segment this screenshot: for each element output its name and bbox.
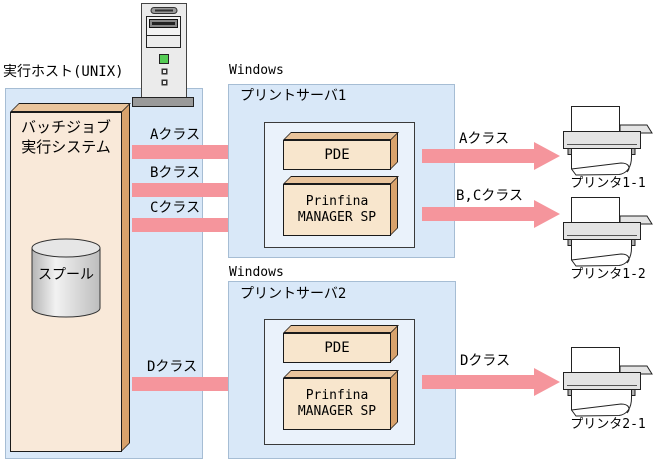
server-tower-icon — [132, 3, 194, 107]
spool-label: スプール — [38, 267, 94, 283]
server1-prinfina-line1: Prinfina — [305, 194, 369, 209]
box-top-face — [283, 176, 399, 184]
server1-prinfina-box: Prinfina MANAGER SP — [283, 176, 399, 236]
print-server2-name: プリントサーバ2 — [240, 286, 347, 302]
box-front-face — [283, 333, 391, 363]
batch-system-name-line1: バッチジョブ — [20, 118, 111, 136]
box-top-face — [283, 370, 399, 378]
box-side-face — [390, 176, 398, 236]
box-side-face — [390, 132, 398, 170]
box-front-face — [283, 378, 391, 430]
print-server1-name: プリントサーバ1 — [240, 88, 347, 104]
batch-job-system-box: バッチジョブ 実行システム — [10, 103, 131, 452]
printer-1-2-icon — [563, 197, 653, 267]
server1-pde-box: PDE — [283, 132, 399, 170]
server2-pde-box: PDE — [283, 325, 399, 363]
class-d-out-label: Dクラス — [460, 353, 511, 369]
box-side-face — [390, 370, 398, 430]
class-a-out-label: Aクラス — [459, 131, 510, 147]
box-side-face — [390, 325, 398, 363]
server2-prinfina-line1: Prinfina — [305, 388, 369, 403]
class-d-in-label: Dクラス — [147, 359, 198, 375]
box-top-face — [283, 132, 399, 140]
server1-prinfina-line2: MANAGER SP — [297, 210, 377, 225]
class-bc-out-arrow — [422, 200, 560, 228]
server2-prinfina-box: Prinfina MANAGER SP — [283, 370, 399, 430]
class-a-in-label: Aクラス — [150, 127, 201, 143]
class-bc-out-label: B,Cクラス — [456, 188, 524, 204]
class-d-out-arrow — [422, 368, 560, 396]
box-top-face — [283, 325, 399, 333]
server2-prinfina-line2: MANAGER SP — [297, 404, 377, 419]
server1-os-label: Windows — [229, 63, 284, 78]
box-side-face — [121, 103, 130, 452]
batch-system-name-line2: 実行システム — [21, 138, 111, 156]
execution-host-label: 実行ホスト(UNIX) — [3, 64, 124, 80]
class-c-in-label: Cクラス — [150, 200, 201, 216]
class-a-out-arrow — [422, 142, 560, 170]
printer-1-1-icon — [563, 106, 653, 176]
server2-os-label: Windows — [229, 265, 284, 280]
printer-2-1-icon — [563, 347, 653, 417]
server1-pde-label: PDE — [324, 147, 350, 163]
class-b-in-label: Bクラス — [150, 165, 201, 181]
box-top-face — [10, 103, 131, 112]
printer-1-2-label: プリンタ1-2 — [570, 267, 646, 282]
spool-cylinder-icon — [31, 238, 101, 318]
box-front-face — [283, 140, 391, 170]
server2-pde-label: PDE — [324, 340, 350, 356]
printer-1-1-label: プリンタ1-1 — [570, 176, 646, 191]
box-front-face — [283, 184, 391, 236]
printer-2-1-label: プリンタ2-1 — [570, 417, 646, 432]
